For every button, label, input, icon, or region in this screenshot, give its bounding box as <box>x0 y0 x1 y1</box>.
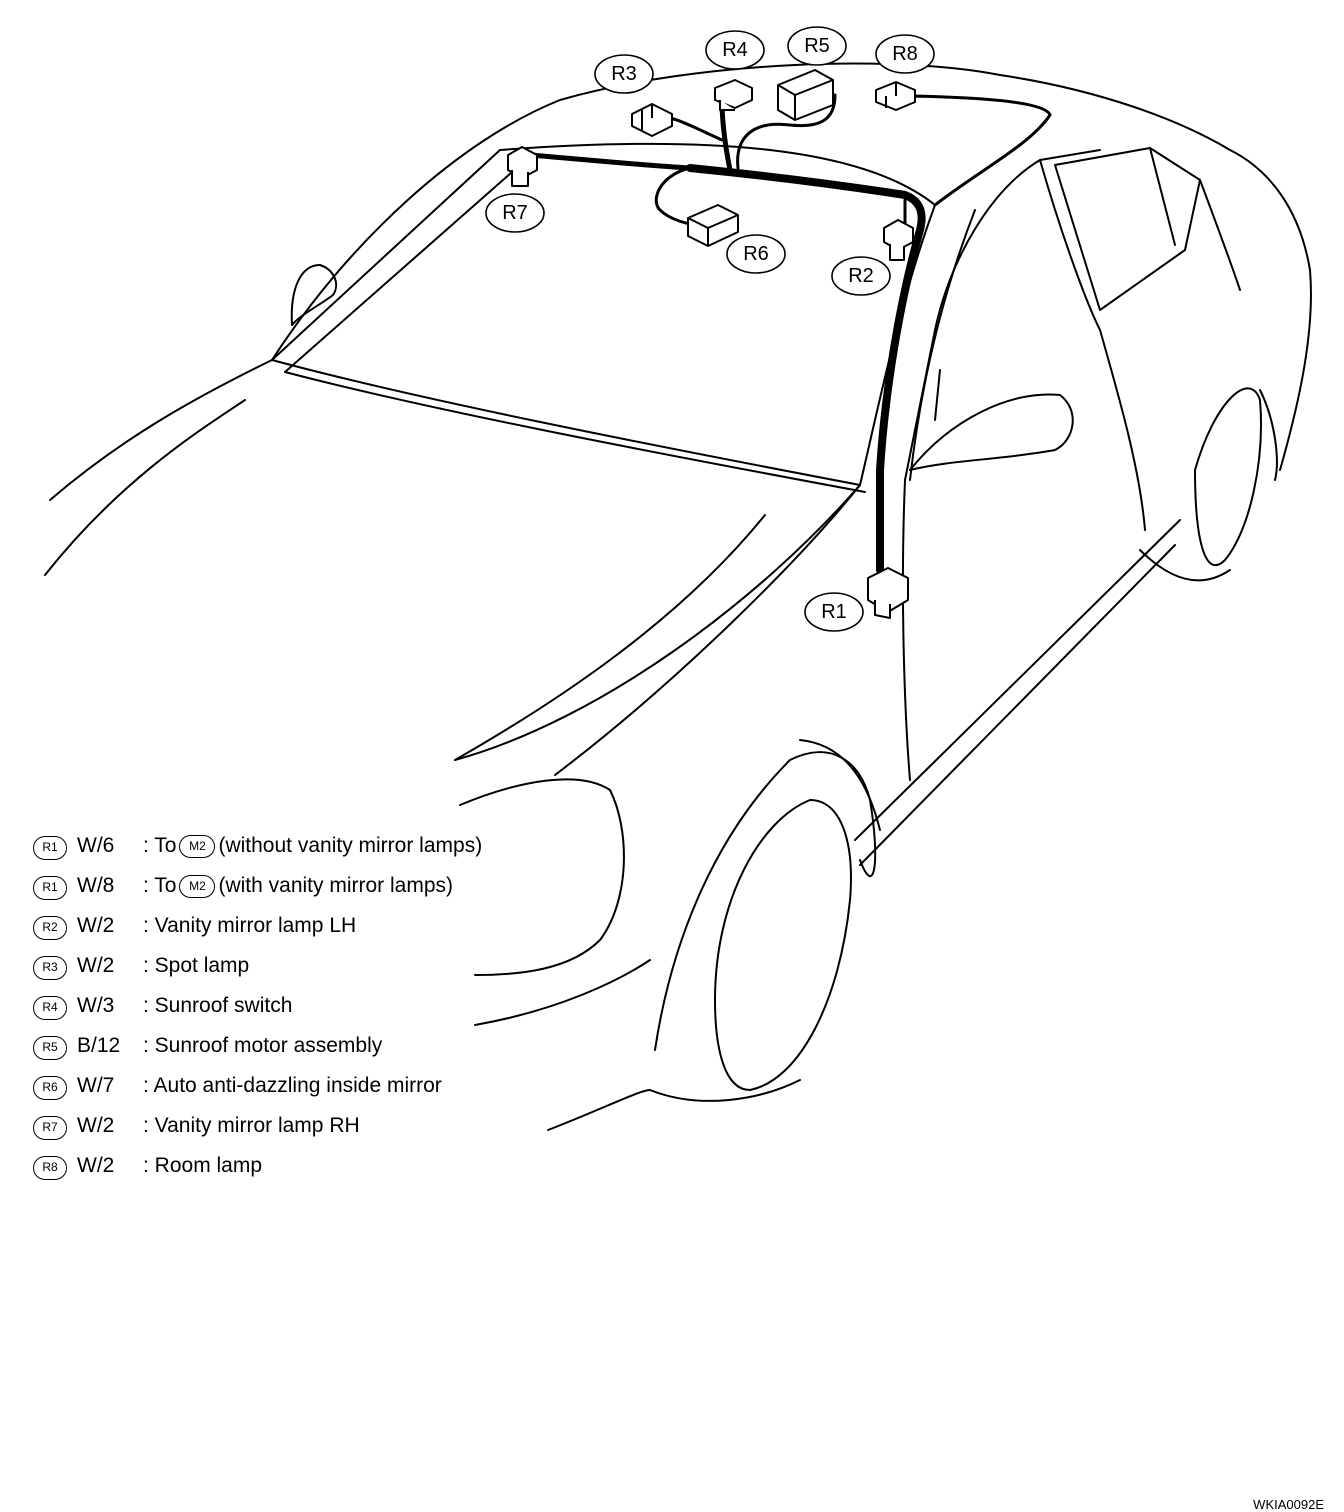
connector-badge: R1 <box>33 876 67 900</box>
connector-r8 <box>875 81 916 111</box>
connector-description: : Vanity mirror lamp LH <box>143 914 357 937</box>
connector-badge: R5 <box>33 1036 67 1060</box>
callout-r3: R3 <box>594 54 654 94</box>
connector-r6 <box>687 204 739 247</box>
roof-harness <box>527 93 1052 574</box>
connector-description: : Sunroof switch <box>143 994 293 1017</box>
callout-r6: R6 <box>726 234 786 274</box>
figure-id: WKIA0092E <box>1253 1497 1324 1512</box>
connector-code: W/2 <box>77 914 115 937</box>
connector-description: : Auto anti-dazzling inside mirror <box>143 1074 442 1097</box>
description-prefix: : To <box>143 874 177 897</box>
legend-row: R7 W/2 : Vanity mirror lamp RH <box>33 1109 593 1149</box>
reference-badge: M2 <box>179 875 216 898</box>
connector-description: : Room lamp <box>143 1154 263 1177</box>
callout-r8-label: R8 <box>892 43 918 65</box>
callout-r5-label: R5 <box>804 35 830 57</box>
connector-badge: R2 <box>33 916 67 940</box>
callout-r4-label: R4 <box>722 39 748 61</box>
connector-code: W/6 <box>77 834 115 857</box>
callout-r3-label: R3 <box>611 63 637 85</box>
connector-code: W/2 <box>77 1114 115 1137</box>
connector-code: W/2 <box>77 1154 115 1177</box>
callout-r2-label: R2 <box>848 265 874 287</box>
connector-badge: R4 <box>33 996 67 1020</box>
callout-r7: R7 <box>485 193 545 233</box>
legend-row: R2 W/2 : Vanity mirror lamp LH <box>33 909 593 949</box>
legend-row: R4 W/3 : Sunroof switch <box>33 989 593 1029</box>
description-text: (with vanity mirror lamps) <box>218 874 453 897</box>
car-body-outline <box>44 62 1312 1131</box>
connector-code: W/7 <box>77 1074 115 1097</box>
callout-r1: R1 <box>804 592 864 632</box>
callout-r1-label: R1 <box>821 601 847 623</box>
callout-r5: R5 <box>787 26 847 66</box>
legend-row: R8 W/2 : Room lamp <box>33 1149 593 1189</box>
connector-r7 <box>507 146 538 187</box>
callout-r6-label: R6 <box>743 243 769 265</box>
callout-r2: R2 <box>831 256 891 296</box>
callout-r4: R4 <box>705 30 765 70</box>
connector-description: : Sunroof motor assembly <box>143 1034 383 1057</box>
connector-code: W/8 <box>77 874 115 897</box>
connector-code: B/12 <box>77 1034 121 1057</box>
legend-row: R3 W/2 : Spot lamp <box>33 949 593 989</box>
connector-badge: R7 <box>33 1116 67 1140</box>
callout-r8: R8 <box>875 34 935 74</box>
connector-badge: R6 <box>33 1076 67 1100</box>
connector-r4 <box>714 79 753 111</box>
reference-badge: M2 <box>179 835 216 858</box>
legend-row: R6 W/7 : Auto anti-dazzling inside mirro… <box>33 1069 593 1109</box>
connector-r3 <box>631 103 673 137</box>
legend-row: R5 B/12 : Sunroof motor assembly <box>33 1029 593 1069</box>
connector-description: : Vanity mirror lamp RH <box>143 1114 360 1137</box>
connector-code: W/2 <box>77 954 115 977</box>
description-text: (without vanity mirror lamps) <box>218 834 483 857</box>
connector-code: W/3 <box>77 994 115 1017</box>
callout-r7-label: R7 <box>502 202 528 224</box>
connector-badge: R1 <box>33 836 67 860</box>
connector-r1 <box>867 567 909 619</box>
connector-badge: R3 <box>33 956 67 980</box>
description-prefix: : To <box>143 834 177 857</box>
connector-r2 <box>883 219 914 261</box>
connector-badge: R8 <box>33 1156 67 1180</box>
connector-r5 <box>777 69 834 121</box>
connector-description: : Spot lamp <box>143 954 250 977</box>
